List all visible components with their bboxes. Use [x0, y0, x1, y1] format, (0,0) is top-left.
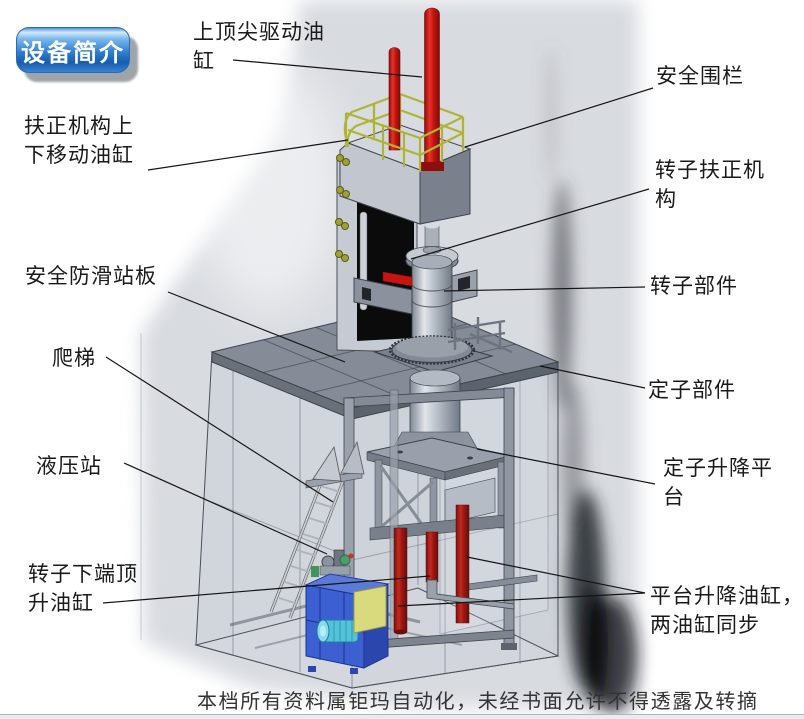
- label-centering-move-cylinder: 扶正机构上下移动油缸: [24, 114, 134, 167]
- smoke-shadow: [546, 47, 637, 713]
- title-badge: 设备简介: [16, 27, 130, 73]
- label-top-spindle-cylinder: 上顶尖驱动油缸: [193, 20, 325, 73]
- label-stator-part: 定子部件: [648, 378, 736, 402]
- hydraulic-station: [304, 549, 390, 674]
- leader-lines: [102, 59, 656, 607]
- label-hydraulic-station: 液压站: [36, 454, 102, 478]
- label-rotor-bottom-jack-cylinder: 转子下端顶升油缸: [28, 562, 138, 615]
- label-ladder: 爬梯: [52, 346, 96, 370]
- deck-right-frame: [447, 317, 513, 354]
- label-anti-slip-platform: 安全防滑站板: [25, 264, 157, 288]
- label-rotor-centering-mechanism: 转子扶正机构: [655, 158, 765, 211]
- footer-copyright: 本档所有资料属钜玛自动化，未经书面允许不得透露及转摘: [197, 691, 759, 713]
- rotor-assembly: [353, 223, 494, 373]
- gusset-fins: [305, 440, 365, 489]
- label-platform-lift-cylinders: 平台升降油缸，两油缸同步: [650, 584, 804, 637]
- stator-assembly: [366, 369, 511, 546]
- title-badge-text: 设备简介: [21, 40, 125, 67]
- yellow-plate: [353, 585, 387, 634]
- label-safety-fence: 安全围栏: [656, 64, 744, 88]
- safety-railing-front: [344, 111, 464, 172]
- label-stator-lift-platform: 定子升降平台: [663, 456, 773, 509]
- label-rotor-part: 转子部件: [650, 274, 738, 298]
- bottom-bar: [0, 714, 804, 719]
